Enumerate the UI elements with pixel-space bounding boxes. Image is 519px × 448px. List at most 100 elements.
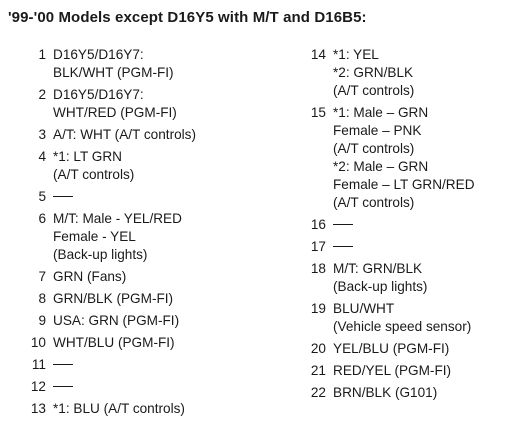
description-line: (A/T controls) (53, 167, 135, 182)
terminal-entry: 21 RED/YEL (PGM-FI) (298, 362, 516, 380)
description-line: M/T: Male - YEL/RED (53, 211, 182, 226)
description-line: WHT/RED (PGM-FI) (53, 105, 177, 120)
description-line: Female – PNK (333, 123, 422, 138)
terminal-description: USA: GRN (PGM-FI) (53, 312, 298, 330)
terminal-number: 15 (310, 105, 326, 120)
terminal-description: GRN/BLK (PGM-FI) (53, 290, 298, 308)
description-line: (Vehicle speed sensor) (333, 319, 472, 334)
description-line: GRN (Fans) (53, 269, 127, 284)
terminal-entry: 1 D16Y5/D16Y7: BLK/WHT (PGM-FI) (18, 46, 298, 82)
terminal-entry: 5 (18, 188, 298, 206)
terminal-entry: 16 (298, 216, 516, 234)
terminal-number: 21 (310, 363, 326, 378)
description-line: RED/YEL (PGM-FI) (333, 363, 452, 378)
terminal-entry: 13 *1: BLU (A/T controls) (18, 400, 298, 418)
terminal-number: 11 (31, 357, 46, 372)
description-line: (A/T controls) (333, 141, 415, 156)
terminal-description: M/T: GRN/BLK(Back-up lights) (333, 260, 516, 296)
terminal-number: 19 (310, 301, 326, 316)
description-line: D16Y5/D16Y7: (53, 47, 144, 62)
terminal-description: A/T: WHT (A/T controls) (53, 126, 298, 144)
terminal-number: 14 (310, 47, 326, 62)
description-line: (Back-up lights) (53, 247, 148, 262)
terminal-entry: 15 *1: Male – GRN Female – PNK (A/T control… (298, 104, 516, 212)
terminal-description: *1: BLU (A/T controls) (53, 400, 298, 418)
terminal-entry: 17 (298, 238, 516, 256)
terminal-description (333, 216, 516, 234)
description-line: USA: GRN (PGM-FI) (53, 313, 180, 328)
description-line: *1: BLU (A/T controls) (53, 401, 185, 416)
description-line: *2: GRN/BLK (333, 65, 414, 80)
terminal-entry: 20 YEL/BLU (PGM-FI) (298, 340, 516, 358)
terminal-entry: 19 BLU/WHT (Vehicle speed sensor) (298, 300, 516, 336)
unused-dash (53, 188, 298, 206)
terminal-number: 1 (38, 47, 46, 62)
unused-dash (53, 356, 298, 374)
terminal-number: 16 (310, 217, 326, 232)
terminal-description: GRN (Fans) (53, 268, 298, 286)
terminal-entry: 8 GRN/BLK (PGM-FI) (18, 290, 298, 308)
terminal-number: 7 (38, 269, 46, 284)
terminal-number: 2 (38, 87, 46, 102)
description-line: Female – LT GRN/RED (333, 177, 475, 192)
description-line: Female - YEL (53, 229, 136, 244)
terminal-entry: 3 A/T: WHT (A/T controls) (18, 126, 298, 144)
terminal-description: BLU/WHT (Vehicle speed sensor) (333, 300, 516, 336)
terminal-number: 3 (38, 127, 46, 142)
terminal-number: 4 (38, 149, 46, 164)
terminal-description: *1: YEL *2: GRN/BLK (A/T controls) (333, 46, 516, 100)
description-line: YEL/BLU (PGM-FI) (333, 341, 450, 356)
description-line: (A/T controls) (333, 195, 415, 210)
description-line: BRN/BLK (G101) (333, 385, 438, 400)
dash-mark (333, 223, 353, 225)
terminal-description: BRN/BLK (G101) (333, 384, 516, 402)
terminal-description (333, 238, 516, 256)
unused-dash (333, 216, 516, 234)
terminal-description: D16Y5/D16Y7: WHT/RED (PGM-FI) (53, 86, 298, 122)
terminal-number: 5 (38, 189, 46, 204)
description-line: D16Y5/D16Y7: (53, 87, 144, 102)
unused-dash (53, 378, 298, 396)
description-line: *1: LT GRN (53, 149, 122, 164)
description-line: BLK/WHT (PGM-FI) (53, 65, 174, 80)
dash-mark (53, 363, 73, 365)
terminal-number: 22 (310, 385, 326, 400)
terminal-entry: 12 (18, 378, 298, 396)
terminal-number: 12 (30, 379, 46, 394)
terminal-entry: 6 M/T: Male - YEL/RED Female - YEL (Back-up… (18, 210, 298, 264)
terminal-number: 18 (310, 261, 326, 276)
terminal-number: 20 (310, 341, 326, 356)
dash-mark (333, 245, 353, 247)
terminal-entry: 4 *1: LT GRN (A/T controls) (18, 148, 298, 184)
dash-mark (53, 195, 73, 197)
description-line: (A/T controls) (333, 83, 415, 98)
right-column: 14 *1: YEL *2: GRN/BLK (A/T controls) 15 *1: … (298, 46, 516, 406)
terminal-description: RED/YEL (PGM-FI) (333, 362, 516, 380)
description-line: *1: Male – GRN (333, 105, 429, 120)
unused-dash (333, 238, 516, 256)
terminal-entry: 9 USA: GRN (PGM-FI) (18, 312, 298, 330)
terminal-description: D16Y5/D16Y7: BLK/WHT (PGM-FI) (53, 46, 298, 82)
description-line: *2: Male – GRN (333, 159, 429, 174)
terminal-number: 13 (30, 401, 46, 416)
terminal-description (53, 356, 298, 374)
terminal-entry: 18 M/T: GRN/BLK(Back-up lights) (298, 260, 516, 296)
description-line: BLU/WHT (333, 301, 395, 316)
terminal-number: 8 (38, 291, 46, 306)
terminal-number: 9 (38, 313, 46, 328)
terminal-description: WHT/BLU (PGM-FI) (53, 334, 298, 352)
dash-mark (53, 385, 73, 387)
terminal-number: 6 (38, 211, 46, 226)
terminal-entry: 14 *1: YEL *2: GRN/BLK (A/T controls) (298, 46, 516, 100)
description-line: *1: YEL (333, 47, 379, 62)
description-line: WHT/BLU (PGM-FI) (53, 335, 175, 350)
terminal-description: YEL/BLU (PGM-FI) (333, 340, 516, 358)
description-line: GRN/BLK (PGM-FI) (53, 291, 174, 306)
page-title: '99-'00 Models except D16Y5 with M/T and… (8, 9, 367, 26)
terminal-entry: 2 D16Y5/D16Y7: WHT/RED (PGM-FI) (18, 86, 298, 122)
terminal-description (53, 378, 298, 396)
terminal-entry: 7 GRN (Fans) (18, 268, 298, 286)
